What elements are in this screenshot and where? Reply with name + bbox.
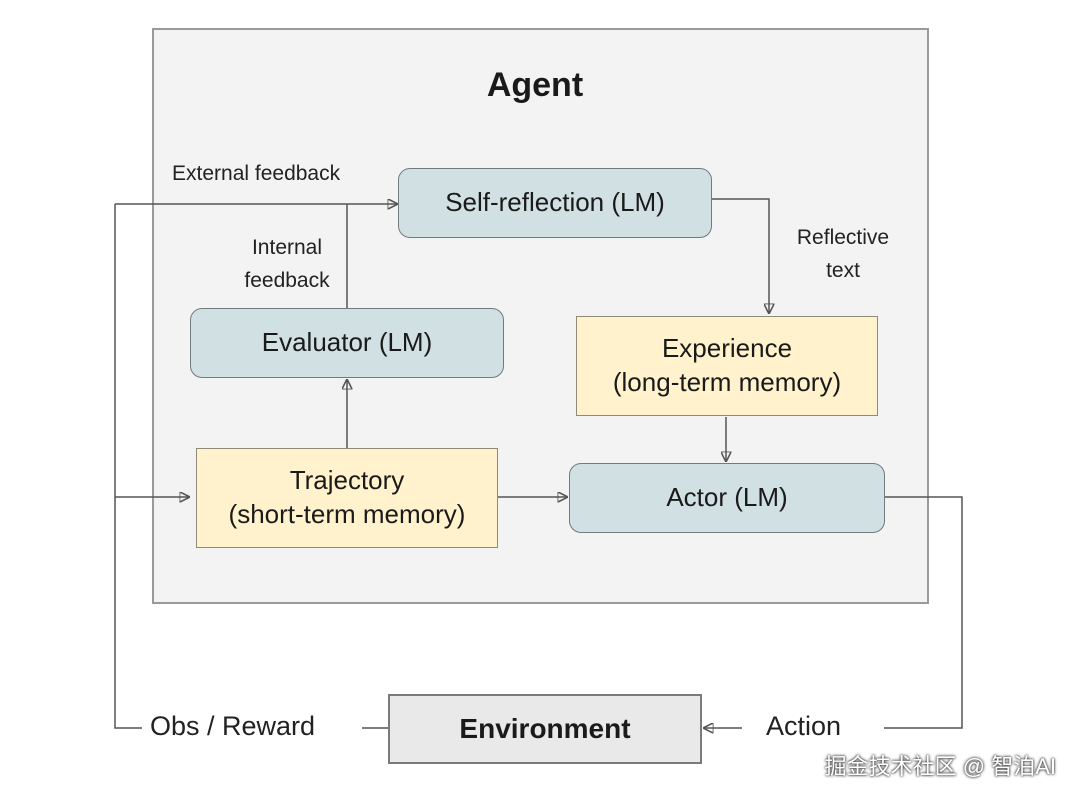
trajectory-node: Trajectory (short-term memory) bbox=[196, 448, 498, 548]
reflective-text-line1: Reflective bbox=[796, 226, 890, 249]
reflective-text-label: Reflective text bbox=[782, 222, 904, 287]
external-feedback-label: External feedback bbox=[172, 162, 341, 185]
experience-sublabel: (long-term memory) bbox=[612, 367, 842, 397]
evaluator-label: Evaluator (LM) bbox=[261, 327, 433, 358]
obs-reward-loop-connector bbox=[114, 204, 150, 729]
environment-node: Environment bbox=[388, 694, 702, 764]
trajectory-label: Trajectory bbox=[289, 465, 405, 496]
self-reflection-node: Self-reflection (LM) bbox=[398, 168, 712, 238]
watermark-text: 掘金技术社区 @ 智泊AI bbox=[824, 754, 1056, 779]
internal-feedback-label: Internal feedback bbox=[228, 232, 346, 297]
evaluator-node: Evaluator (LM) bbox=[190, 308, 504, 378]
actor-node: Actor (LM) bbox=[569, 463, 885, 533]
actor-to-action-connector bbox=[884, 496, 963, 729]
reflective-text-line2: text bbox=[826, 258, 860, 282]
actor-label: Actor (LM) bbox=[666, 482, 788, 513]
self-reflection-label: Self-reflection (LM) bbox=[445, 187, 665, 218]
action-label: Action bbox=[758, 711, 850, 742]
internal-feedback-line2: feedback bbox=[244, 268, 330, 292]
trajectory-sublabel: (short-term memory) bbox=[228, 499, 466, 529]
environment-label: Environment bbox=[459, 712, 631, 744]
experience-node: Experience (long-term memory) bbox=[576, 316, 878, 416]
obs-reward-label: Obs / Reward bbox=[142, 711, 324, 742]
reflective-text-arrow bbox=[712, 198, 769, 313]
internal-feedback-line1: Internal bbox=[251, 236, 323, 259]
agent-title: Agent bbox=[486, 66, 584, 104]
experience-label: Experience bbox=[661, 333, 793, 364]
